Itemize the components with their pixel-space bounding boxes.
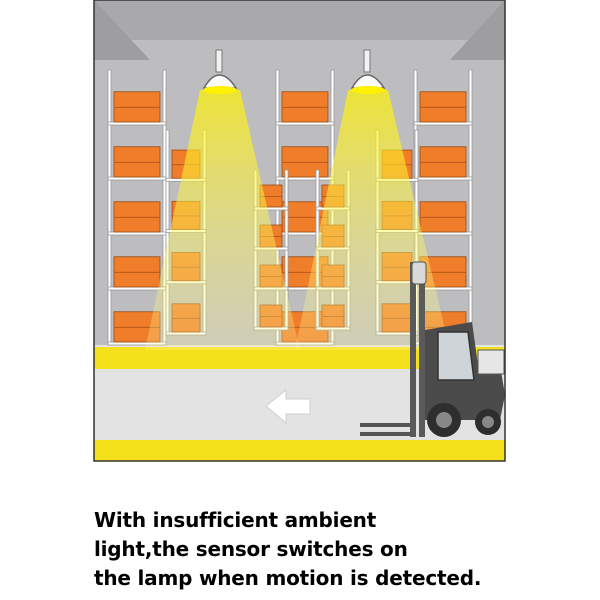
rack-shelf bbox=[413, 121, 473, 126]
box-strap bbox=[282, 216, 328, 218]
box-strap bbox=[420, 161, 466, 163]
box-strap bbox=[420, 106, 466, 108]
box-strap bbox=[282, 161, 328, 163]
rack-post bbox=[468, 69, 473, 346]
caption-line-1: With insufficient ambient bbox=[94, 508, 377, 532]
rack-shelf bbox=[413, 231, 473, 236]
box-strap bbox=[114, 271, 160, 273]
rack-shelf bbox=[275, 121, 335, 126]
caption-text: With insufficient ambient light,the sens… bbox=[94, 506, 584, 593]
box-strap bbox=[420, 216, 466, 218]
caption-line-3: the lamp when motion is detected. bbox=[94, 566, 482, 590]
box-strap bbox=[260, 196, 282, 197]
box-strap bbox=[282, 106, 328, 108]
box-strap bbox=[114, 161, 160, 163]
rack-shelf bbox=[107, 176, 167, 181]
rack-shelf bbox=[107, 286, 167, 291]
ceiling-right-slope bbox=[450, 0, 505, 60]
rack-shelf bbox=[107, 121, 167, 126]
forklift bbox=[360, 261, 505, 437]
ceiling-left-slope bbox=[94, 0, 150, 60]
rack-shelf bbox=[107, 231, 167, 236]
box-strap bbox=[420, 271, 466, 273]
rack-shelf bbox=[413, 176, 473, 181]
illustration-frame bbox=[93, 0, 506, 462]
box-strap bbox=[114, 326, 160, 328]
rack-post bbox=[107, 69, 112, 346]
box-strap bbox=[114, 216, 160, 218]
box-strap bbox=[114, 106, 160, 108]
light-beam-left bbox=[145, 90, 300, 350]
caption-line-2: light,the sensor switches on bbox=[94, 537, 408, 561]
ceiling-lamp-left bbox=[202, 49, 238, 94]
floor-stripe-upper bbox=[94, 347, 505, 369]
box-strap bbox=[282, 271, 328, 273]
floor-stripe-lower bbox=[94, 440, 505, 461]
ceiling-lamp-right bbox=[350, 49, 386, 94]
left-arrow-icon bbox=[265, 388, 311, 425]
